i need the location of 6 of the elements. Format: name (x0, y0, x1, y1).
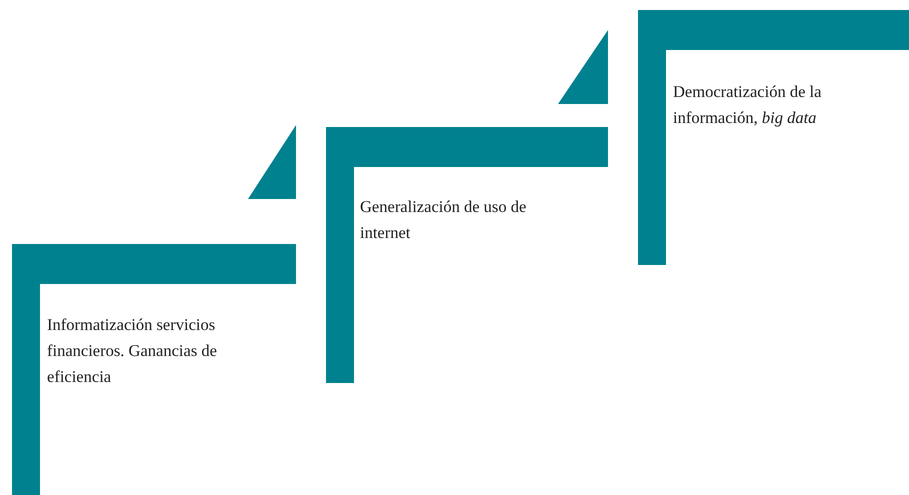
step-label: Informatización servicios financieros. Ganancias de eficiencia (47, 314, 218, 388)
step-label: Democratización de la información, big data (673, 81, 822, 129)
step-bracket (12, 244, 296, 495)
step-bracket (326, 127, 608, 383)
step-label: Generalización de uso de internet (360, 196, 528, 244)
step-bracket (638, 10, 909, 265)
